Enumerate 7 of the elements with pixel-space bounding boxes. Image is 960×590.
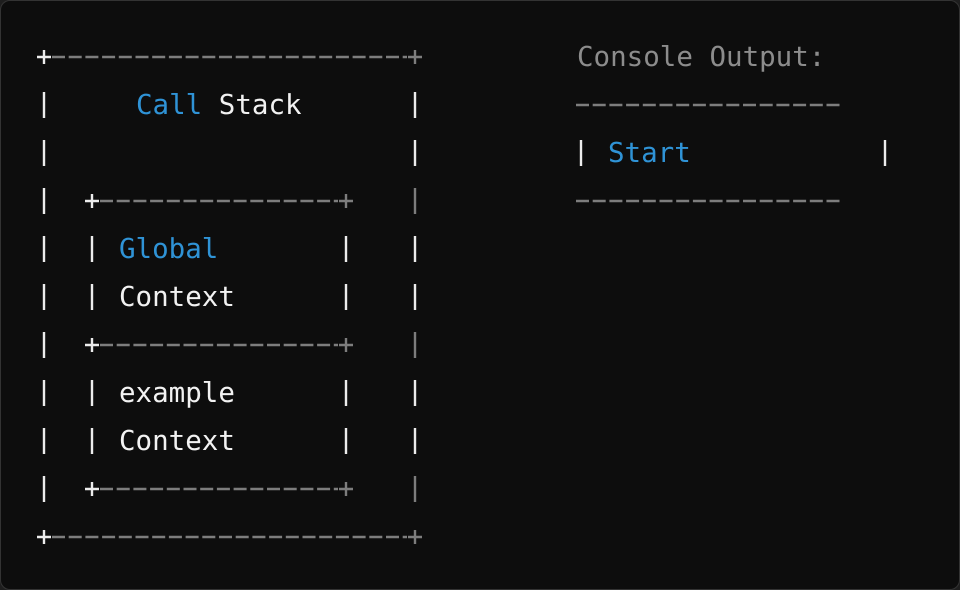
frame-box (85, 194, 353, 352)
stack-box (37, 50, 422, 544)
frame-label: Global Context (119, 232, 236, 315)
stack-title: Call Stack (136, 88, 302, 123)
frame-label: example Context (119, 376, 236, 459)
console-heading: Console Output: (577, 41, 826, 73)
console-output-line: Start (608, 137, 691, 169)
